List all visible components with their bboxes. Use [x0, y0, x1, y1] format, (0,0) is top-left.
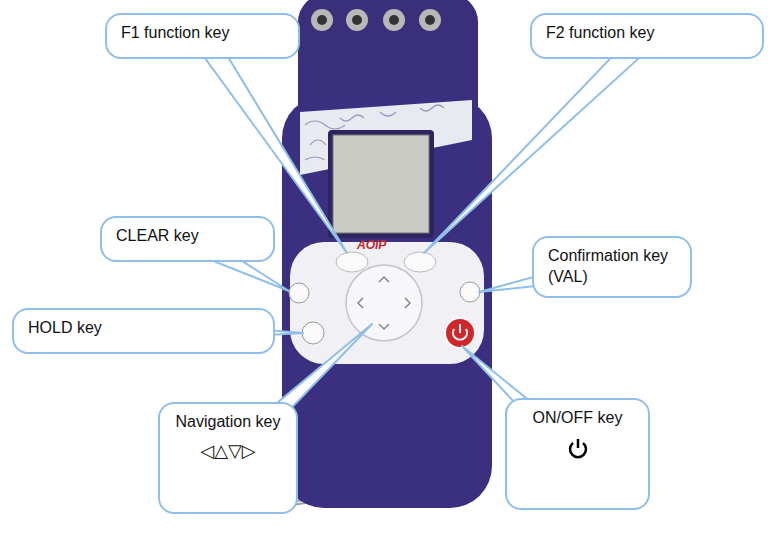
input-sockets	[311, 9, 441, 31]
hold-callout: HOLD key	[12, 308, 275, 354]
f2-button	[404, 252, 436, 272]
power-button	[445, 318, 475, 348]
f2-callout: F2 function key	[530, 13, 764, 59]
keypad-face	[290, 242, 484, 364]
callout-text: F2 function key	[546, 23, 748, 44]
callout-text: CLEAR key	[116, 226, 259, 247]
confirm-callout: Confirmation key (VAL)	[532, 236, 692, 298]
callout-text: ON/OFF key	[521, 408, 634, 429]
callout-tail	[424, 28, 655, 253]
screen-bezel	[328, 130, 434, 238]
clear-button	[289, 283, 309, 303]
arrow-symbols: ◁△▽▷	[174, 439, 282, 462]
navigation-pad	[346, 265, 422, 341]
lcd-screen	[333, 135, 429, 233]
clear-callout: CLEAR key	[100, 216, 275, 262]
callout-text: Navigation key	[174, 412, 282, 433]
callout-text: F1 function key	[121, 23, 284, 44]
val-button	[460, 282, 480, 302]
callout-text: HOLD key	[28, 318, 259, 339]
callout-text: Confirmation key (VAL)	[548, 246, 676, 288]
onoff-callout: ON/OFF key	[505, 398, 650, 510]
f1-button	[336, 252, 368, 272]
navigation-callout: Navigation key ◁△▽▷	[158, 402, 298, 514]
navigation-arrows	[358, 277, 410, 329]
f1-callout: F1 function key	[105, 13, 300, 59]
brand-logo: AOIP	[357, 238, 386, 252]
device-body	[282, 96, 492, 508]
hold-button	[302, 322, 324, 344]
power-symbol	[567, 437, 589, 459]
